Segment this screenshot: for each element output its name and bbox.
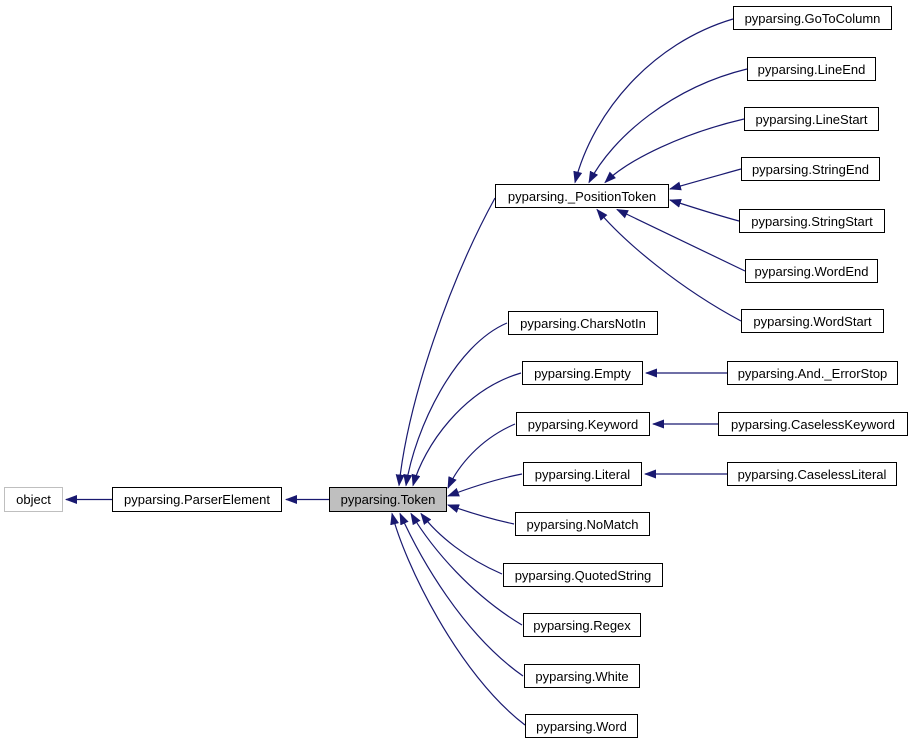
class-node-white[interactable]: pyparsing.White	[524, 664, 640, 688]
class-node-and-error-stop[interactable]: pyparsing.And._ErrorStop	[727, 361, 898, 385]
class-node-object: object	[4, 487, 63, 512]
class-node-empty[interactable]: pyparsing.Empty	[522, 361, 643, 385]
class-node-line-end[interactable]: pyparsing.LineEnd	[747, 57, 876, 81]
class-node-keyword[interactable]: pyparsing.Keyword	[516, 412, 650, 436]
class-node-quoted-string[interactable]: pyparsing.QuotedString	[503, 563, 663, 587]
class-node-parser-element[interactable]: pyparsing.ParserElement	[112, 487, 282, 512]
class-node-regex[interactable]: pyparsing.Regex	[523, 613, 641, 637]
class-node-position-token[interactable]: pyparsing._PositionToken	[495, 184, 669, 208]
class-node-line-start[interactable]: pyparsing.LineStart	[744, 107, 879, 131]
class-node-caseless-keyword[interactable]: pyparsing.CaselessKeyword	[718, 412, 908, 436]
class-node-token[interactable]: pyparsing.Token	[329, 487, 447, 512]
class-node-chars-not-in[interactable]: pyparsing.CharsNotIn	[508, 311, 658, 335]
class-node-word-end[interactable]: pyparsing.WordEnd	[745, 259, 878, 283]
class-node-no-match[interactable]: pyparsing.NoMatch	[515, 512, 650, 536]
class-node-word[interactable]: pyparsing.Word	[525, 714, 638, 738]
class-node-word-start[interactable]: pyparsing.WordStart	[741, 309, 884, 333]
class-node-caseless-literal[interactable]: pyparsing.CaselessLiteral	[727, 462, 897, 486]
class-node-string-start[interactable]: pyparsing.StringStart	[739, 209, 885, 233]
class-node-go-to-column[interactable]: pyparsing.GoToColumn	[733, 6, 892, 30]
class-node-literal[interactable]: pyparsing.Literal	[523, 462, 642, 486]
class-node-string-end[interactable]: pyparsing.StringEnd	[741, 157, 880, 181]
